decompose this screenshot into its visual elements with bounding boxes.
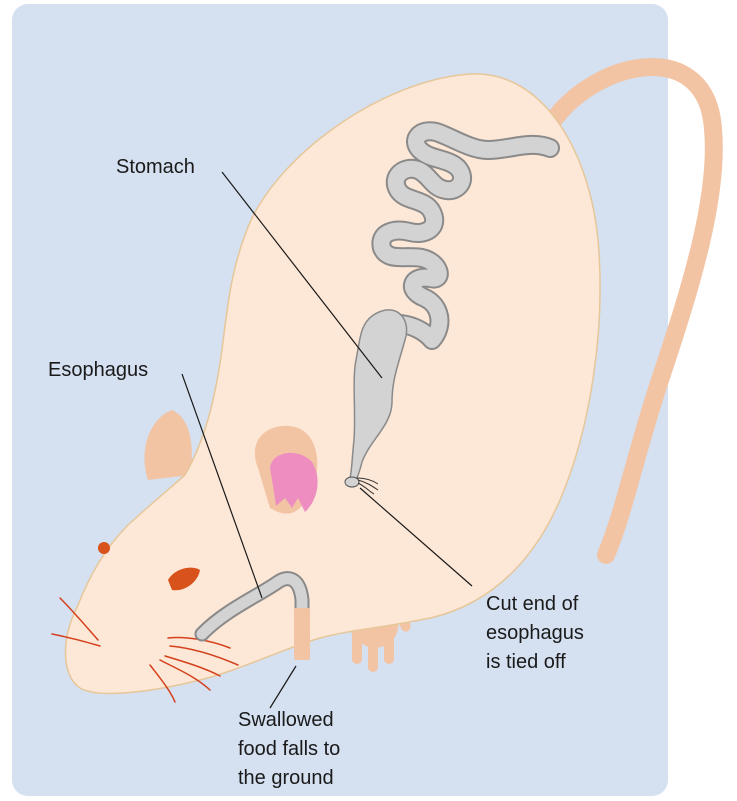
label-stomach: Stomach bbox=[116, 156, 195, 178]
label-swallowed: Swallowed food falls to the ground bbox=[238, 709, 346, 789]
label-swallowed-line-3: the ground bbox=[238, 767, 334, 789]
label-cut-end-line-1: Cut end of bbox=[486, 593, 579, 615]
label-swallowed-line-1: Swallowed bbox=[238, 709, 334, 731]
label-cut-end-line-3: is tied off bbox=[486, 651, 566, 673]
label-esophagus: Esophagus bbox=[48, 359, 148, 381]
open-esophagus-end bbox=[294, 608, 310, 660]
label-cut-end-line-2: esophagus bbox=[486, 622, 584, 644]
tied-esophagus-end bbox=[345, 477, 359, 487]
label-swallowed-line-2: food falls to bbox=[238, 738, 340, 760]
rat-nose bbox=[98, 542, 110, 554]
rat-inner-ear bbox=[270, 453, 318, 512]
